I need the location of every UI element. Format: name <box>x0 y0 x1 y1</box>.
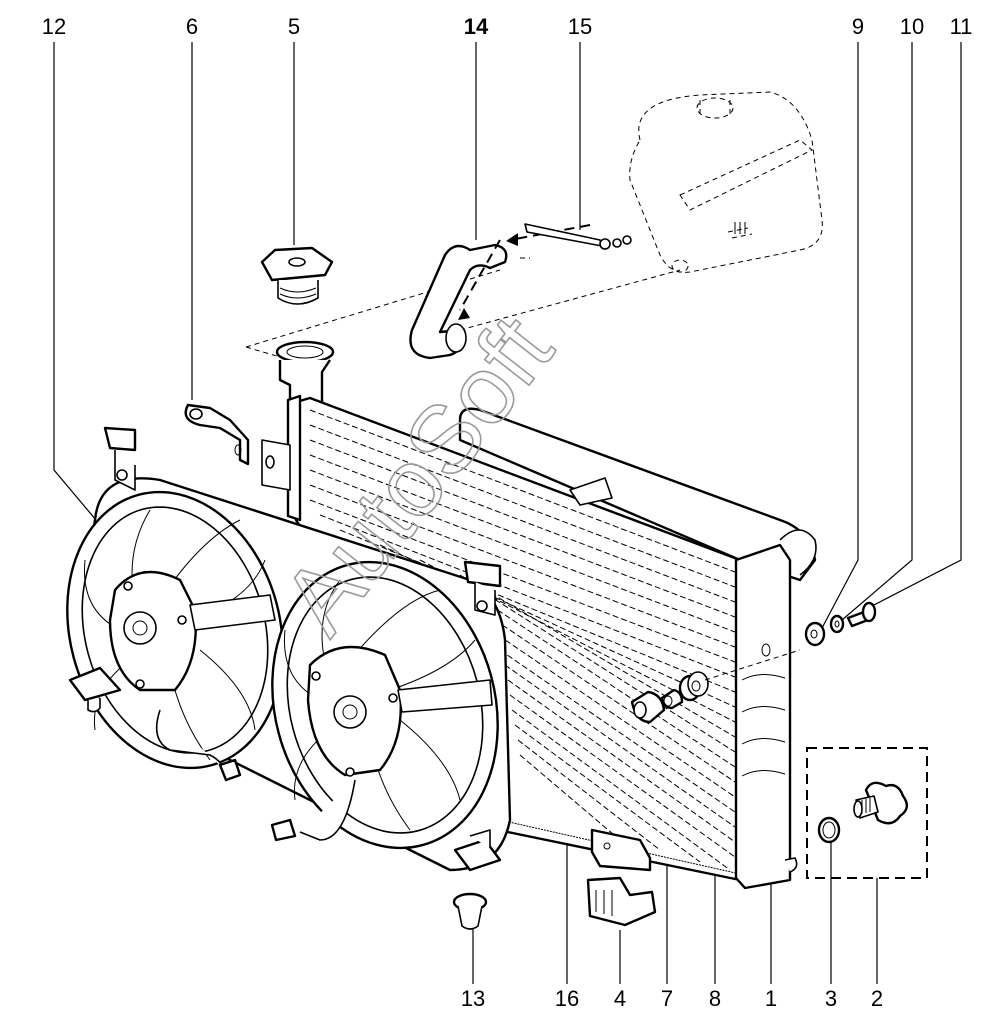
rubber-mount[interactable] <box>452 892 488 930</box>
callout-10[interactable]: 10 <box>900 14 924 39</box>
bushing[interactable] <box>660 688 684 710</box>
callout-4[interactable]: 4 <box>614 986 626 1011</box>
callout-8[interactable]: 8 <box>709 986 721 1011</box>
support-bracket[interactable] <box>586 828 657 927</box>
mounting-bracket[interactable] <box>184 403 250 466</box>
spring-washer[interactable] <box>829 614 845 634</box>
drain-plug[interactable] <box>853 781 908 825</box>
assembly-line-bolt <box>704 649 801 681</box>
radiator[interactable] <box>261 394 817 890</box>
hose-direction-arrow <box>459 239 501 311</box>
callout-1[interactable]: 1 <box>765 986 777 1011</box>
callout-11[interactable]: 11 <box>950 14 973 39</box>
callout-13[interactable]: 13 <box>461 986 485 1011</box>
callout-3[interactable]: 3 <box>825 986 837 1011</box>
leader-10 <box>841 42 913 621</box>
callout-5[interactable]: 5 <box>288 14 300 39</box>
callout-12[interactable]: 12 <box>42 14 66 39</box>
right-fan-connector <box>270 818 297 842</box>
callout-2[interactable]: 2 <box>871 986 883 1011</box>
washer[interactable] <box>804 621 826 647</box>
leader-12 <box>53 42 97 521</box>
callout-6[interactable]: 6 <box>186 14 198 39</box>
expansion-tank[interactable] <box>629 91 823 273</box>
leader-11 <box>871 42 962 607</box>
callout-16[interactable]: 16 <box>555 986 579 1011</box>
drain-plug-seal[interactable] <box>817 816 841 844</box>
spacer-sleeve[interactable] <box>630 690 666 724</box>
hose-clamp[interactable] <box>524 223 632 250</box>
filler-cap[interactable] <box>260 246 334 305</box>
bolt[interactable] <box>846 601 877 628</box>
callouts-top: 12 6 5 14 15 9 10 11 <box>42 14 973 39</box>
rubber-grommet[interactable] <box>678 671 709 702</box>
fan-assembly[interactable] <box>37 426 528 874</box>
leader-lines-top <box>53 42 962 629</box>
overflow-hose[interactable] <box>409 224 591 360</box>
callout-14[interactable]: 14 <box>464 14 489 39</box>
leader-9 <box>821 42 859 629</box>
drain-plug-kit[interactable] <box>806 747 928 879</box>
callout-7[interactable]: 7 <box>661 986 673 1011</box>
callouts-bottom: 13 16 4 7 8 1 3 2 <box>461 986 883 1011</box>
callout-9[interactable]: 9 <box>852 14 864 39</box>
callout-15[interactable]: 15 <box>568 14 592 39</box>
left-fan-connector <box>218 758 242 782</box>
